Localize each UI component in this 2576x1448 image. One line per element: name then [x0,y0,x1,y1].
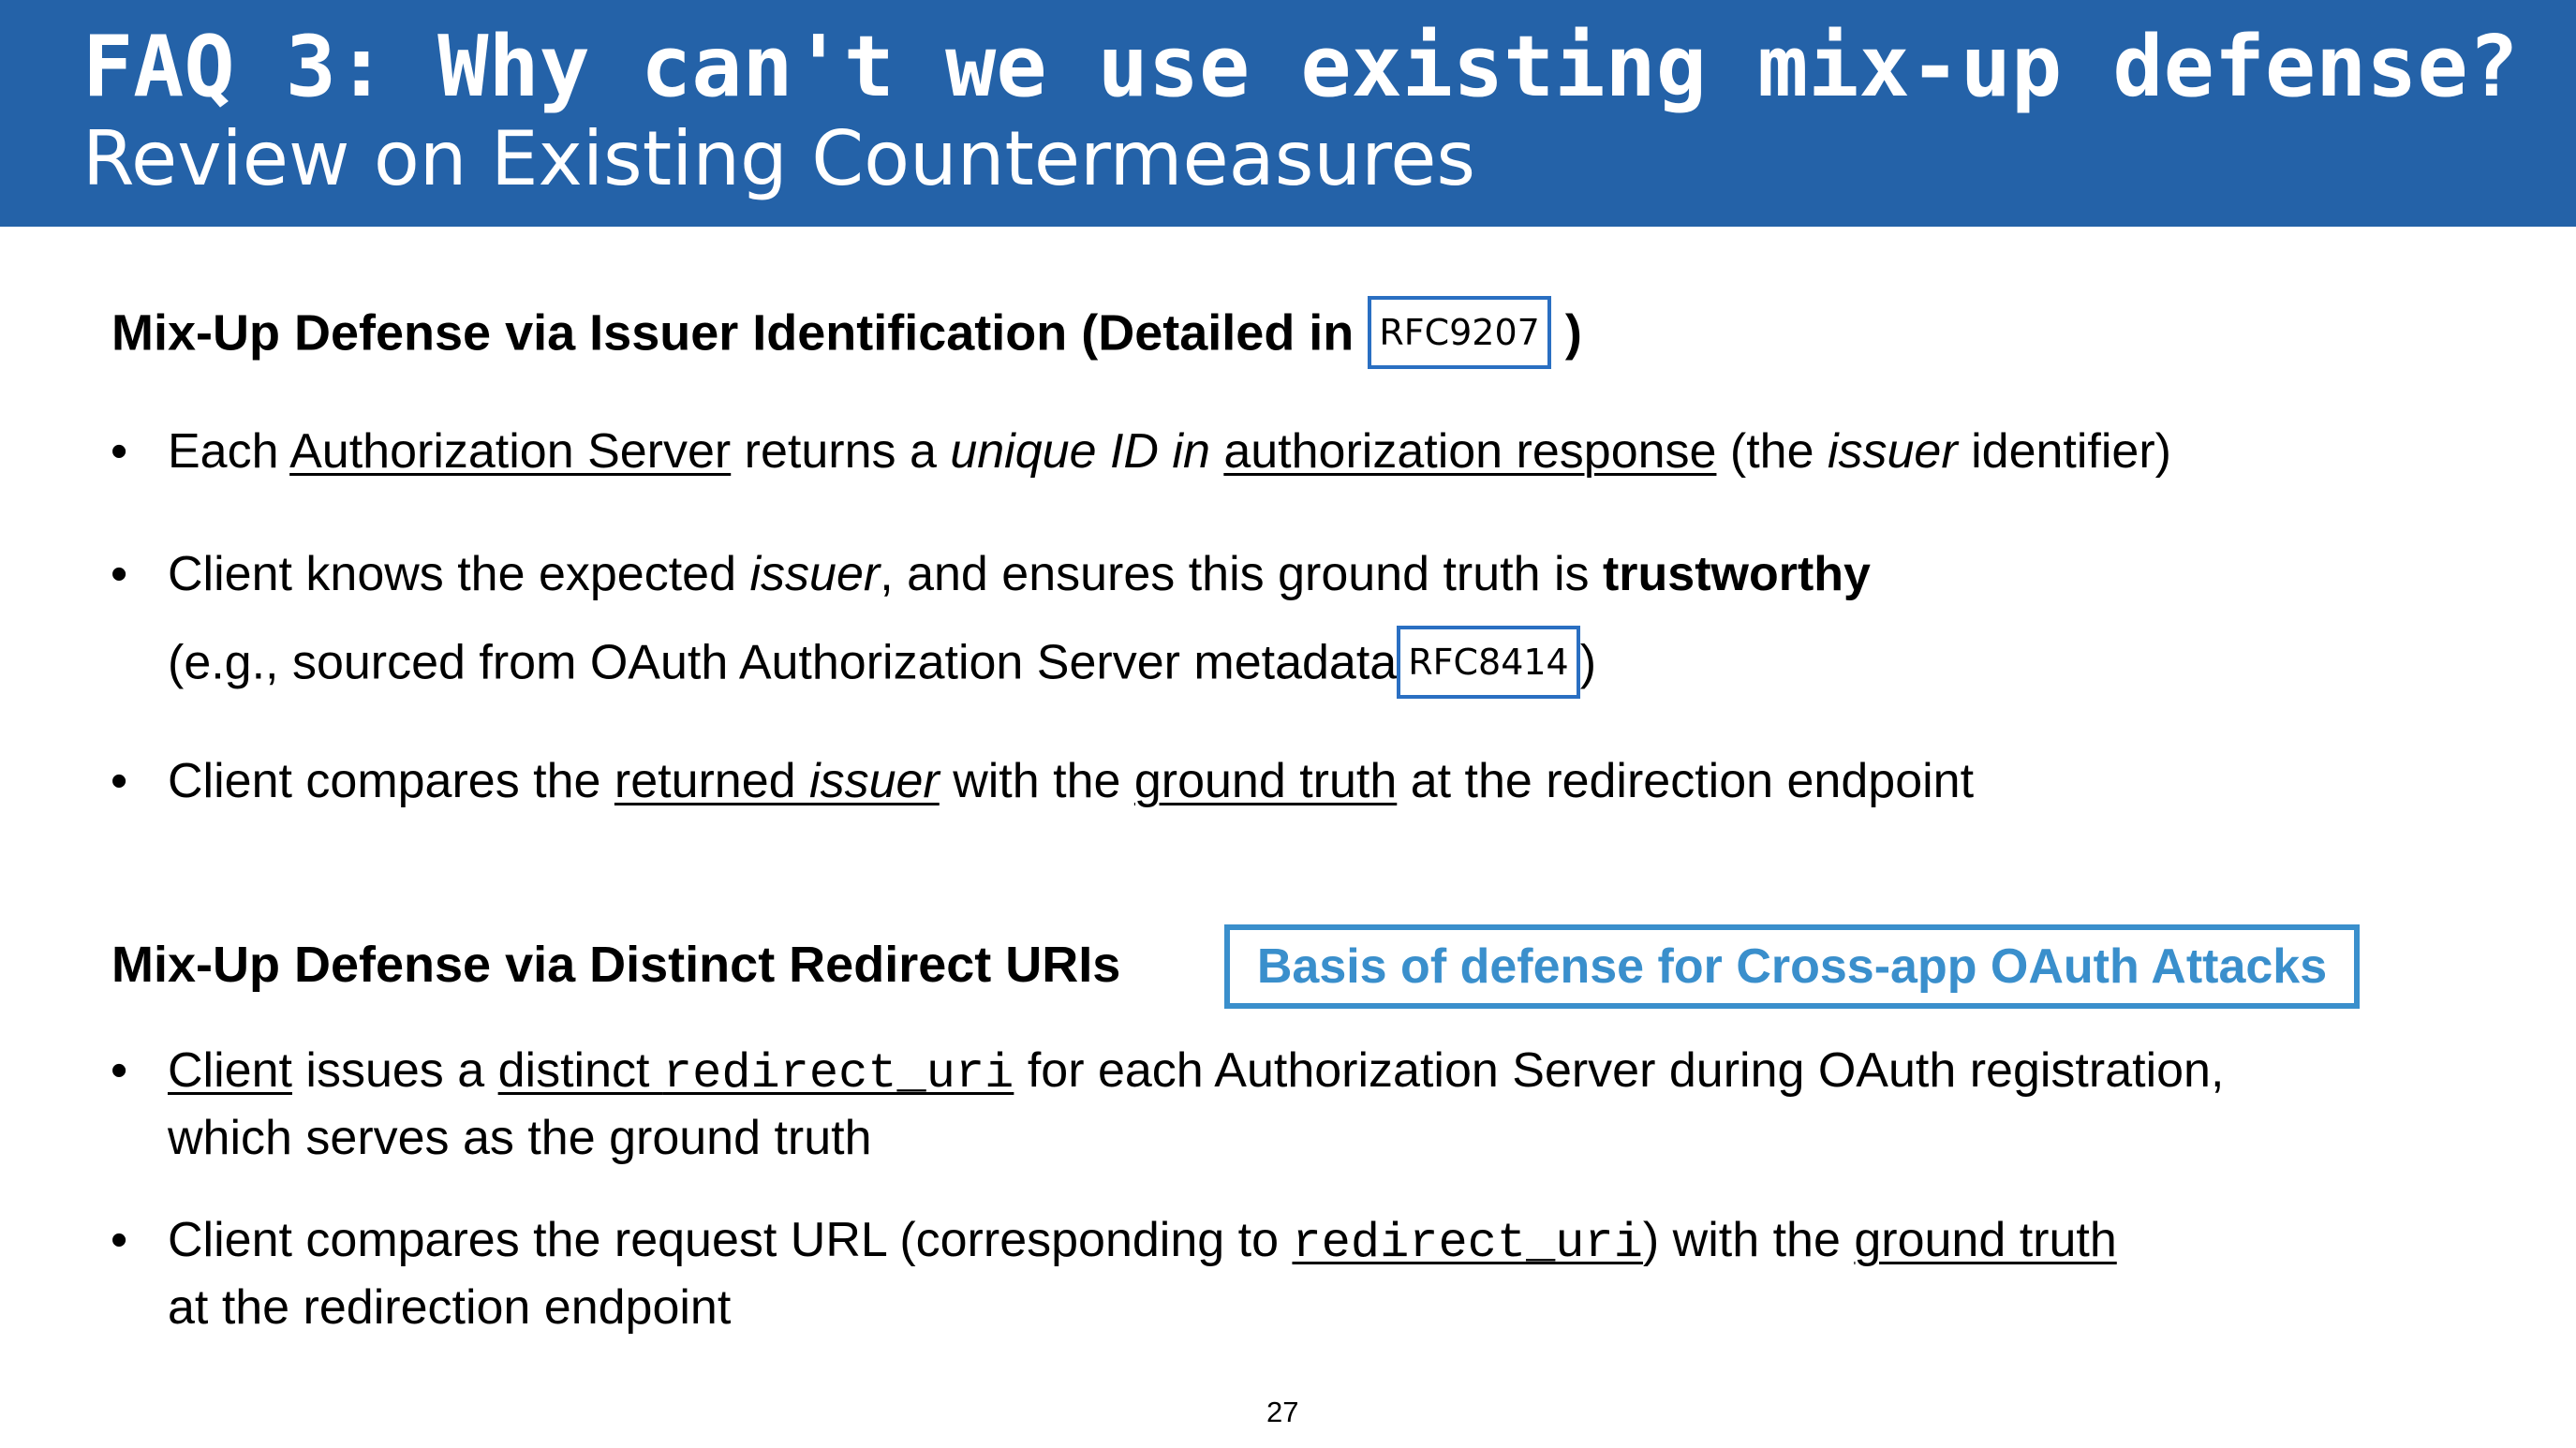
text: identifier) [1957,424,2171,479]
italic-term: issuer [1827,424,1958,479]
text: with the [939,754,1134,808]
section2-heading: Mix-Up Defense via Distinct Redirect URI… [111,937,1121,993]
text: Client compares the request URL (corresp… [168,1213,1293,1267]
underlined-term: ground truth [1854,1213,2117,1267]
section2-bullet1-line1: Client issues a distinct redirect_uri fo… [168,1042,2224,1102]
text: (e.g., sourced from OAuth Authorization … [168,635,1398,690]
text: at the redirection endpoint [1397,754,1975,808]
italic-term: issuer [809,754,940,808]
text: issues a [291,1043,498,1098]
section1-heading: Mix-Up Defense via Issuer Identification… [111,296,1582,373]
section1-bullet2-line1: Client knows the expected issuer, and en… [168,546,1871,602]
underlined-term: ground truth [1133,754,1398,808]
text: returns a [731,424,951,479]
text: distinct [497,1043,663,1098]
italic-term: unique ID in [950,424,1210,479]
italic-term: issuer [749,547,881,601]
slide-subtitle: Review on Existing Countermeasures [82,115,1476,202]
text: for each Authorization Server during OAu… [1014,1043,2225,1098]
code-term: redirect_uri [1292,1216,1643,1271]
page-number: 27 [1266,1396,1299,1428]
slide-title: FAQ 3: Why can't we use existing mix-up … [82,18,2519,116]
text: Each [168,424,290,479]
text: Client compares the [168,754,614,808]
callout-box: Basis of defense for Cross-app OAuth Att… [1224,924,2360,1009]
bullet-icon: • [111,1213,128,1267]
code-term: redirect_uri [662,1046,1014,1101]
rfc9207-badge: RFC9207 [1368,296,1551,369]
rfc8414-badge: RFC8414 [1397,626,1580,699]
bullet-icon: • [111,424,128,479]
section2-bullet2-line2: at the redirection endpoint [168,1280,732,1335]
section1-bullet1: Each Authorization Server returns a uniq… [168,423,2171,480]
text: Client knows the expected [168,547,750,601]
slide-header: FAQ 3: Why can't we use existing mix-up … [0,0,2576,227]
section2-bullet2-line1: Client compares the request URL (corresp… [168,1212,2117,1272]
section2-bullet1-line2: which serves as the ground truth [168,1111,872,1165]
text: ) [1579,635,1597,690]
text [1210,424,1223,479]
heading-close: ) [1564,304,1582,362]
underlined-term: distinct redirect_uri [497,1043,1014,1101]
text: , and ensures this ground truth is [880,547,1603,601]
bullet-icon: • [111,547,128,601]
text: returned [614,754,810,808]
bullet-icon: • [111,1043,128,1098]
text: ) with the [1642,1213,1855,1267]
underlined-term: returned issuer [614,754,940,808]
heading-text: Mix-Up Defense via Issuer Identification… [111,304,1355,362]
underlined-term: Authorization Server [289,424,732,479]
section1-bullet3: Client compares the returned issuer with… [168,753,1974,809]
underlined-term: authorization response [1223,424,1717,479]
bullet-icon: • [111,754,128,808]
underlined-term: Client [168,1043,292,1098]
bold-term: trustworthy [1602,547,1871,601]
section1-bullet2-line2: (e.g., sourced from OAuth Authorization … [168,626,1597,702]
text: (the [1716,424,1828,479]
